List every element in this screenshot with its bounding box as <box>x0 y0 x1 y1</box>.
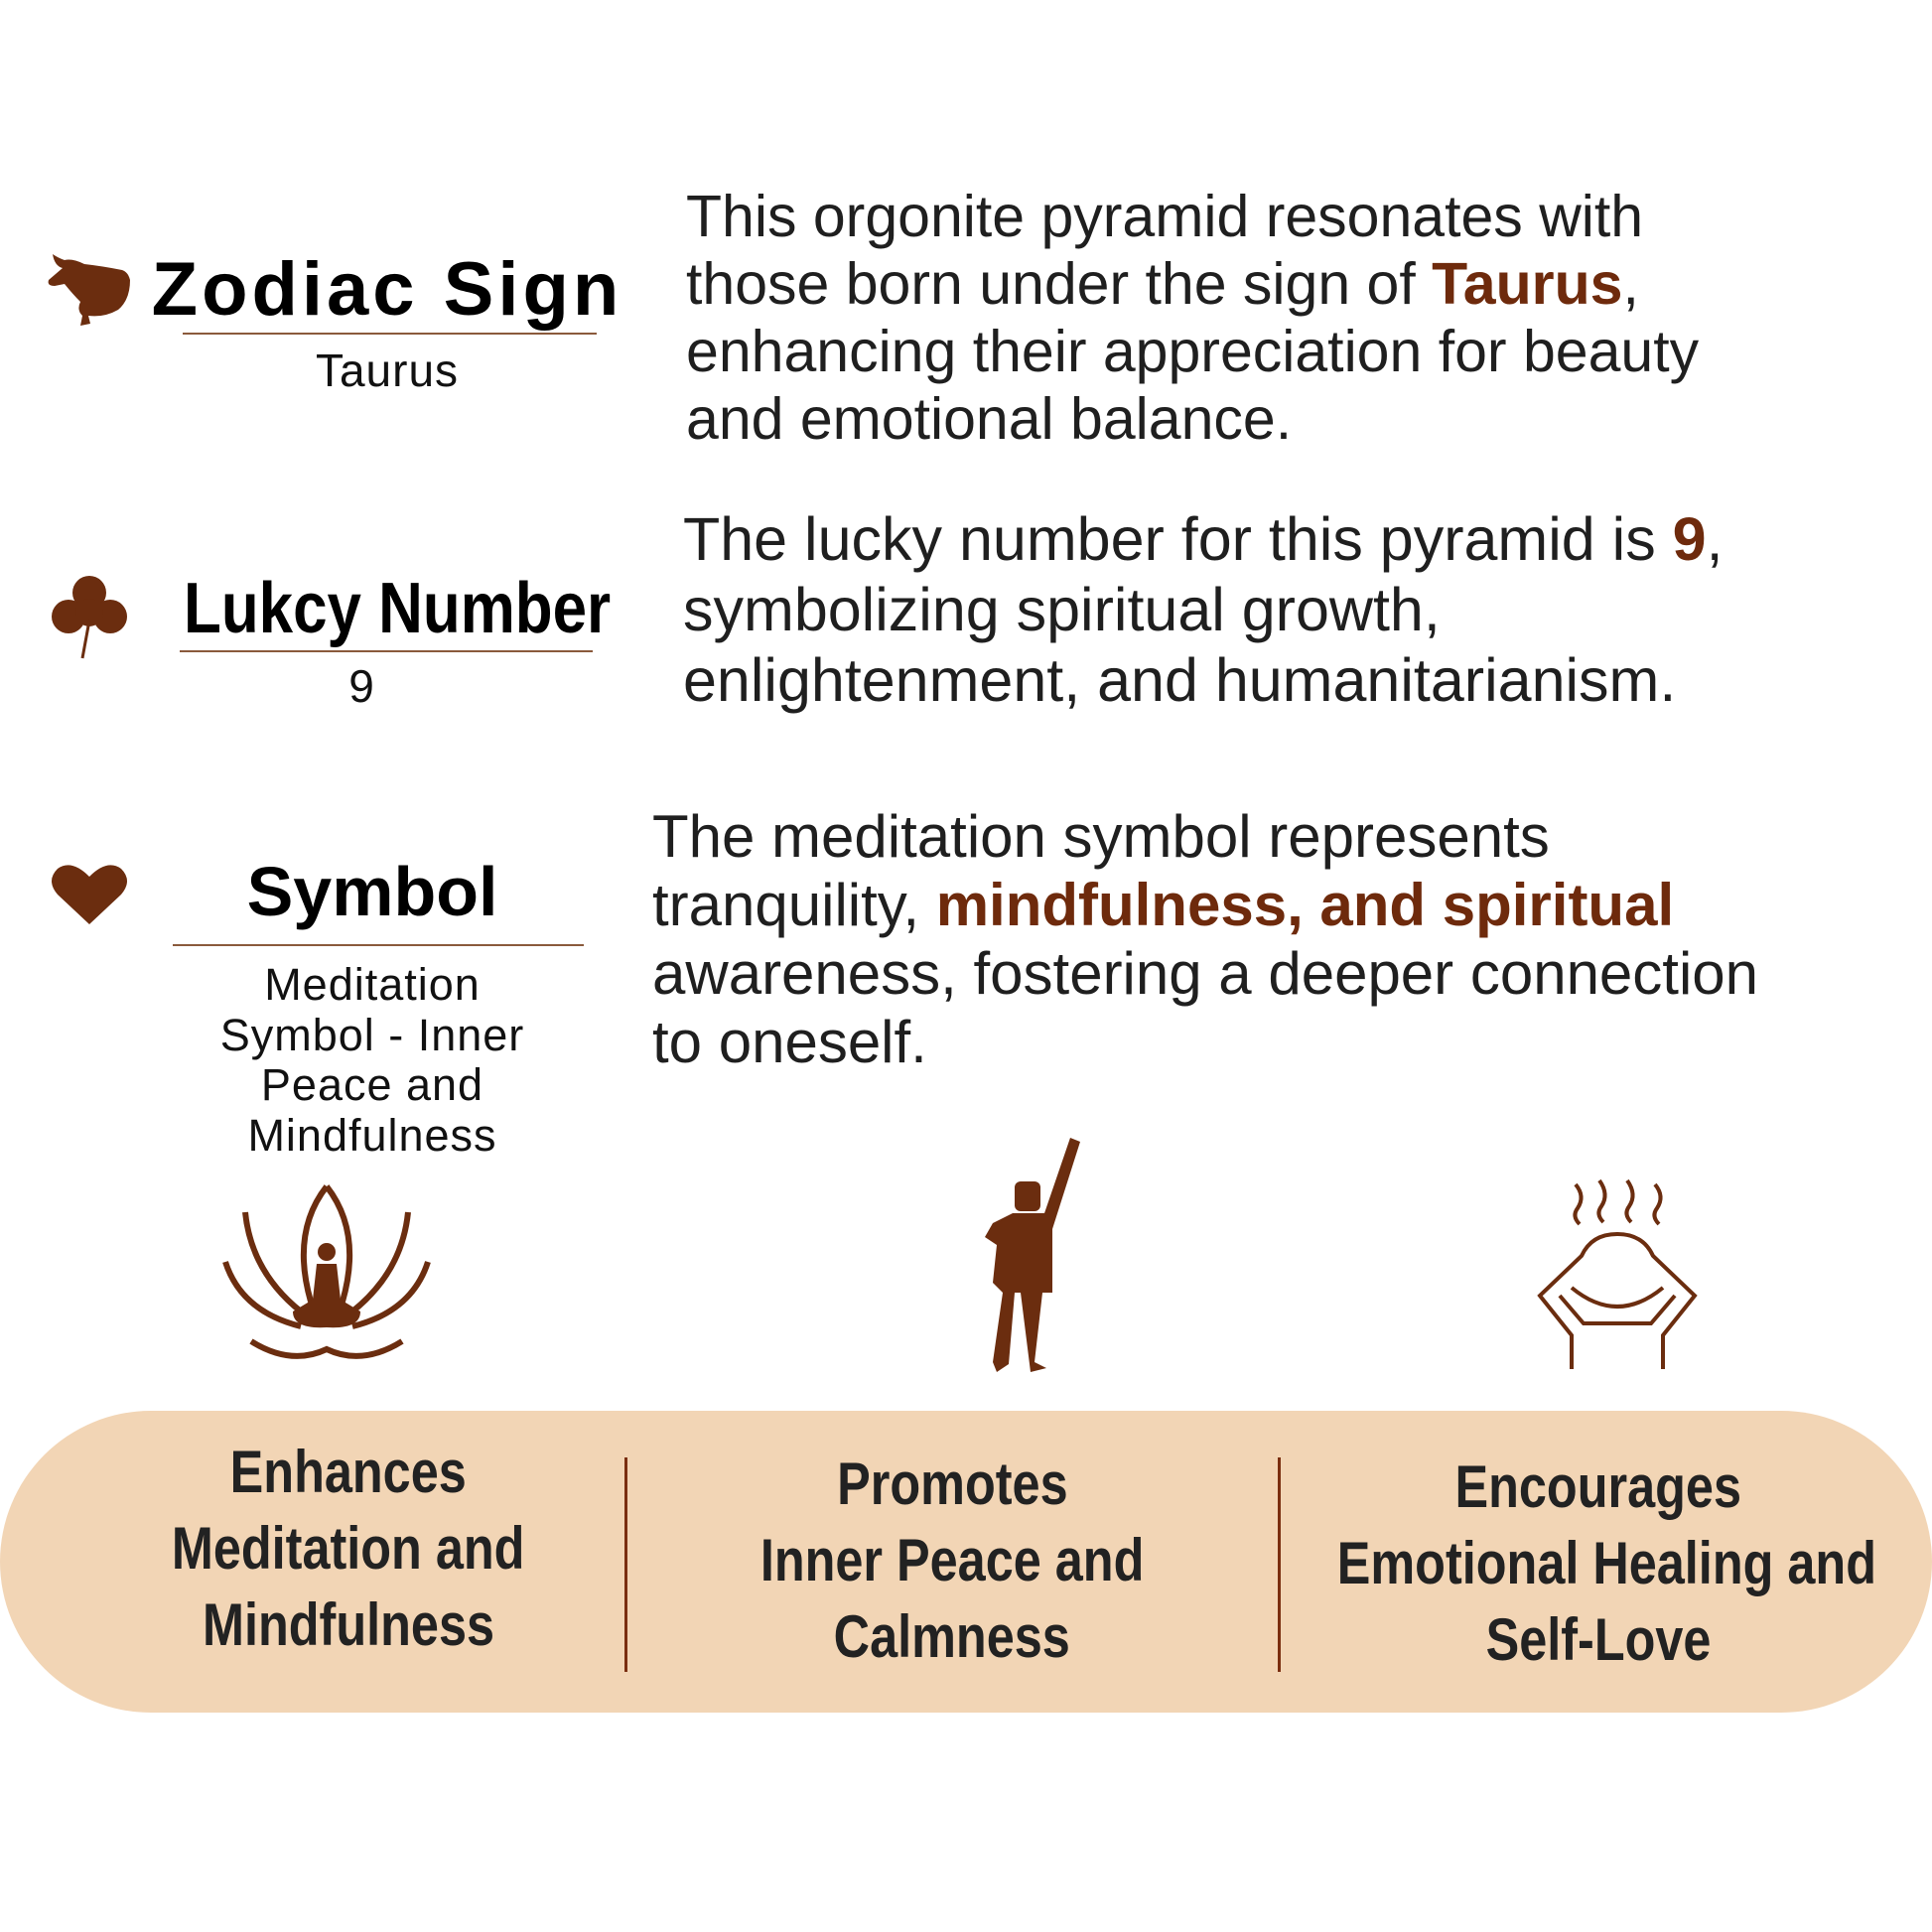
lotus-meditation-icon <box>222 1184 431 1359</box>
symbol-description: The meditation symbol represents tranqui… <box>652 802 1758 1076</box>
benefit-line: Meditation and <box>172 1515 525 1582</box>
desc-line: and emotional balance. <box>686 386 1293 452</box>
desc-line: The meditation symbol represents <box>652 803 1550 870</box>
benefit-line: Emotional Healing and <box>1336 1530 1876 1596</box>
desc-line: to oneself. <box>652 1009 927 1075</box>
zodiac-title: Zodiac Sign <box>151 247 623 332</box>
heart-icon <box>52 865 127 924</box>
benefit-line: Self-Love <box>1485 1606 1712 1673</box>
symbol-title: Symbol <box>246 853 498 930</box>
desc-line: those born under the sign of Taurus, <box>686 250 1699 318</box>
text: , <box>1706 505 1724 573</box>
lucky-value: 9 <box>348 660 374 712</box>
value-line: Mindfulness <box>247 1109 497 1161</box>
symbol-value: Meditation Symbol - Inner Peace and Mind… <box>174 959 571 1161</box>
value-line: Symbol - Inner <box>219 1009 525 1060</box>
desc-line: awareness, fostering a deeper connection <box>652 940 1759 1007</box>
desc-line: The lucky number for this pyramid is 9, <box>683 504 1724 575</box>
benefit-emotional-healing: Encourages Emotional Healing and Self-Lo… <box>1286 1449 1911 1678</box>
desc-line: symbolizing spiritual growth, <box>683 576 1441 643</box>
highlight-taurus: Taurus <box>1432 251 1623 317</box>
desc-line: tranquility, mindfulness, and spiritual <box>652 871 1758 939</box>
desc-line: This orgonite pyramid resonates with <box>686 184 1644 249</box>
benefit-line: Encourages <box>1454 1453 1742 1520</box>
value-line: Meditation <box>264 959 481 1010</box>
benefit-line: Mindfulness <box>202 1591 494 1658</box>
text: those born under the sign of <box>686 251 1433 317</box>
benefit-inner-peace: Promotes Inner Peace and Calmness <box>654 1446 1250 1675</box>
text: The lucky number for this pyramid is <box>683 505 1673 573</box>
desc-line: enlightenment, and humanitarianism. <box>683 646 1677 714</box>
lucky-description: The lucky number for this pyramid is 9, … <box>683 504 1724 716</box>
zodiac-value: Taurus <box>315 345 460 396</box>
raised-fist-man-icon <box>985 1138 1080 1372</box>
benefit-line: Enhances <box>229 1439 468 1505</box>
highlight-mindfulness: mindfulness, and spiritual <box>935 872 1675 938</box>
benefit-line: Inner Peace and <box>759 1527 1145 1593</box>
hands-on-head-icon <box>1537 1178 1698 1369</box>
bull-icon <box>48 254 130 326</box>
highlight-number: 9 <box>1672 505 1707 573</box>
symbol-divider <box>173 944 584 946</box>
benefit-meditation: Enhances Meditation and Mindfulness <box>51 1434 646 1663</box>
lucky-title: Lukcy Number <box>149 568 640 649</box>
benefits-banner <box>0 1411 1932 1713</box>
column-divider <box>624 1457 627 1672</box>
benefit-line: Promotes <box>836 1450 1068 1517</box>
desc-line: enhancing their appreciation for beauty <box>686 319 1700 384</box>
text: , <box>1622 251 1639 317</box>
column-divider <box>1278 1457 1281 1672</box>
value-line: Peace and <box>260 1059 484 1110</box>
zodiac-description: This orgonite pyramid resonates with tho… <box>686 183 1699 453</box>
lucky-divider <box>180 650 593 652</box>
benefit-line: Calmness <box>833 1603 1071 1670</box>
text: tranquility, <box>652 872 936 938</box>
zodiac-divider <box>183 333 597 335</box>
clover-icon <box>52 576 127 659</box>
lucky-title-text: Lukcy Number <box>184 569 612 648</box>
